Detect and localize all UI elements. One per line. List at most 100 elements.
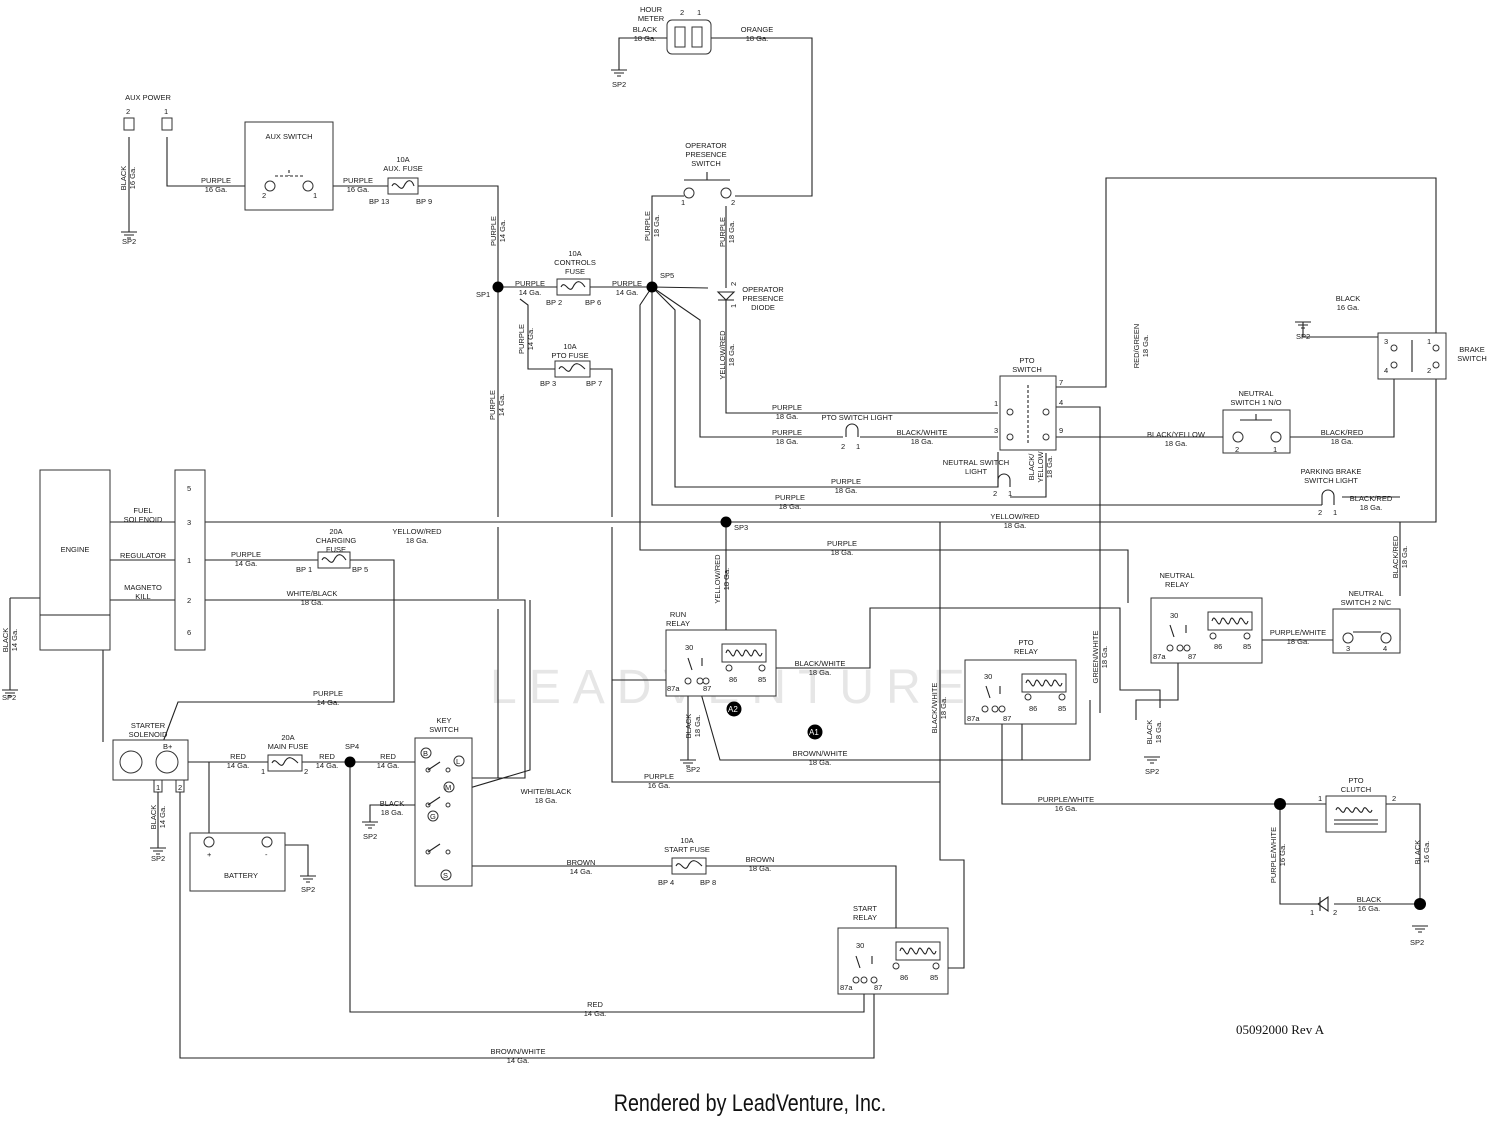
- svg-text:2: 2: [731, 198, 735, 207]
- svg-text:G: G: [430, 812, 436, 821]
- svg-text:9: 9: [1059, 426, 1063, 435]
- svg-text:BP 4: BP 4: [658, 878, 674, 887]
- svg-text:YELLOW/RED18 Ga.: YELLOW/RED18 Ga.: [392, 527, 442, 545]
- svg-text:YELLOW/RED18 Ga.: YELLOW/RED18 Ga.: [713, 554, 731, 604]
- svg-text:4: 4: [1383, 644, 1387, 653]
- svg-text:BLACK18 Ga.: BLACK18 Ga.: [684, 714, 702, 739]
- svg-text:+: +: [207, 850, 212, 859]
- svg-text:B: B: [423, 749, 428, 758]
- svg-text:1: 1: [1427, 337, 1431, 346]
- ground-icon: [2, 689, 18, 697]
- svg-text:PURPLE18 Ga.: PURPLE18 Ga.: [772, 428, 802, 446]
- svg-text:2: 2: [680, 8, 684, 17]
- ground-icon: [680, 759, 696, 767]
- svg-text:BLACK/WHITE18 Ga.: BLACK/WHITE18 Ga.: [795, 659, 846, 677]
- svg-text:BROWN/WHITE18 Ga.: BROWN/WHITE18 Ga.: [793, 749, 848, 767]
- splice-sp5: SP5: [660, 271, 674, 280]
- svg-text:SP2: SP2: [122, 237, 136, 246]
- svg-text:PURPLE14 Ga.: PURPLE14 Ga.: [517, 324, 535, 354]
- svg-text:85: 85: [930, 973, 938, 982]
- svg-text:PURPLE14 Ga.: PURPLE14 Ga.: [488, 390, 506, 420]
- svg-text:AUX POWER: AUX POWER: [125, 93, 171, 102]
- svg-text:2: 2: [126, 107, 130, 116]
- svg-text:BLACK/WHITE18 Ga.: BLACK/WHITE18 Ga.: [930, 683, 948, 734]
- svg-text:3: 3: [187, 518, 191, 527]
- svg-text:BP 3: BP 3: [540, 379, 556, 388]
- ground-icon: [611, 69, 627, 77]
- svg-text:87a: 87a: [840, 983, 853, 992]
- wire-paths: [9, 37, 1437, 1059]
- svg-text:BP 6: BP 6: [585, 298, 601, 307]
- svg-text:BATTERY: BATTERY: [224, 871, 258, 880]
- svg-text:1: 1: [1310, 908, 1314, 917]
- svg-text:PURPLE18 Ga.: PURPLE18 Ga.: [643, 211, 661, 241]
- svg-text:4: 4: [1059, 398, 1063, 407]
- svg-text:PURPLE14 Ga.: PURPLE14 Ga.: [612, 279, 642, 297]
- svg-text:PURPLE/WHITE16 Ga.: PURPLE/WHITE16 Ga.: [1269, 827, 1287, 883]
- aux-power-connector: AUX POWER 2 1: [123, 93, 173, 131]
- svg-text:7: 7: [1059, 378, 1063, 387]
- engine-connector: 5 3 1 2 6: [174, 469, 206, 651]
- svg-text:B+: B+: [163, 742, 173, 751]
- svg-text:1: 1: [313, 191, 317, 200]
- ground-icon: [1295, 321, 1311, 329]
- ground-icon: [300, 875, 316, 883]
- svg-text:BLACK16 Ga.: BLACK16 Ga.: [1357, 895, 1382, 913]
- svg-text:PURPLE18 Ga.: PURPLE18 Ga.: [831, 477, 861, 495]
- svg-text:SP2: SP2: [1145, 767, 1159, 776]
- svg-text:PTO SWITCH LIGHT: PTO SWITCH LIGHT: [821, 413, 893, 422]
- svg-text:86: 86: [729, 675, 737, 684]
- svg-text:YELLOW/RED18 Ga.: YELLOW/RED18 Ga.: [990, 512, 1040, 530]
- svg-text:PURPLE18 Ga.: PURPLE18 Ga.: [718, 217, 736, 247]
- ground-symbols: [2, 69, 1428, 933]
- svg-text:85: 85: [1058, 704, 1066, 713]
- svg-text:BLACK18 Ga.: BLACK18 Ga.: [1145, 720, 1163, 745]
- svg-text:RED/GREEN18 Ga.: RED/GREEN18 Ga.: [1132, 324, 1150, 369]
- svg-text:2: 2: [729, 282, 738, 286]
- svg-text:PURPLE14 Ga.: PURPLE14 Ga.: [231, 550, 261, 568]
- ground-icon: [150, 847, 166, 855]
- svg-text:1: 1: [856, 442, 860, 451]
- svg-text:2: 2: [1427, 366, 1431, 375]
- svg-text:1: 1: [156, 783, 160, 792]
- svg-text:3: 3: [1346, 644, 1350, 653]
- svg-text:5: 5: [187, 484, 191, 493]
- svg-text:30: 30: [984, 672, 992, 681]
- splice-nodes: SP1 SP5 SP3 SP4: [344, 271, 1426, 910]
- svg-text:87: 87: [703, 684, 711, 693]
- svg-text:2: 2: [304, 767, 308, 776]
- svg-text:85: 85: [758, 675, 766, 684]
- svg-text:L: L: [456, 757, 460, 766]
- splice-sp4: SP4: [345, 742, 359, 751]
- ground-labels: SP2 SP2 SP2 SP2 SP2 SP2 SP2 SP2 SP2 SP2: [2, 80, 1424, 947]
- svg-text:2: 2: [1235, 445, 1239, 454]
- svg-text:3: 3: [994, 426, 998, 435]
- svg-text:SP2: SP2: [151, 854, 165, 863]
- revision-label: 05092000 Rev A: [1236, 1022, 1325, 1037]
- footer-credit: Rendered by LeadVenture, Inc.: [613, 1090, 887, 1117]
